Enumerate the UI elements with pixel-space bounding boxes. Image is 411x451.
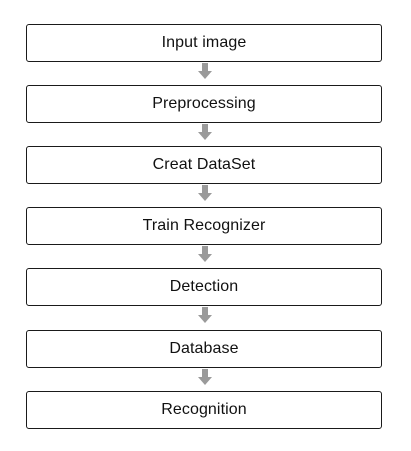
step-label: Train Recognizer — [142, 217, 266, 234]
step-train-recognizer: Train Recognizer — [26, 207, 382, 245]
down-arrow-icon — [198, 307, 212, 323]
down-arrow-icon — [198, 185, 212, 201]
down-arrow-icon — [198, 369, 212, 385]
step-label: Creat DataSet — [152, 156, 256, 173]
step-label: Recognition — [161, 401, 247, 418]
step-label: Preprocessing — [152, 95, 256, 112]
down-arrow-icon — [198, 246, 212, 262]
step-label: Database — [169, 340, 239, 357]
step-preprocessing: Preprocessing — [26, 85, 382, 123]
step-detection: Detection — [26, 268, 382, 306]
step-input-image: Input image — [26, 24, 382, 62]
step-label: Detection — [169, 278, 239, 295]
step-create-dataset: Creat DataSet — [26, 146, 382, 184]
step-database: Database — [26, 330, 382, 368]
step-recognition: Recognition — [26, 391, 382, 429]
step-label: Input image — [161, 34, 247, 51]
down-arrow-icon — [198, 63, 212, 79]
down-arrow-icon — [198, 124, 212, 140]
